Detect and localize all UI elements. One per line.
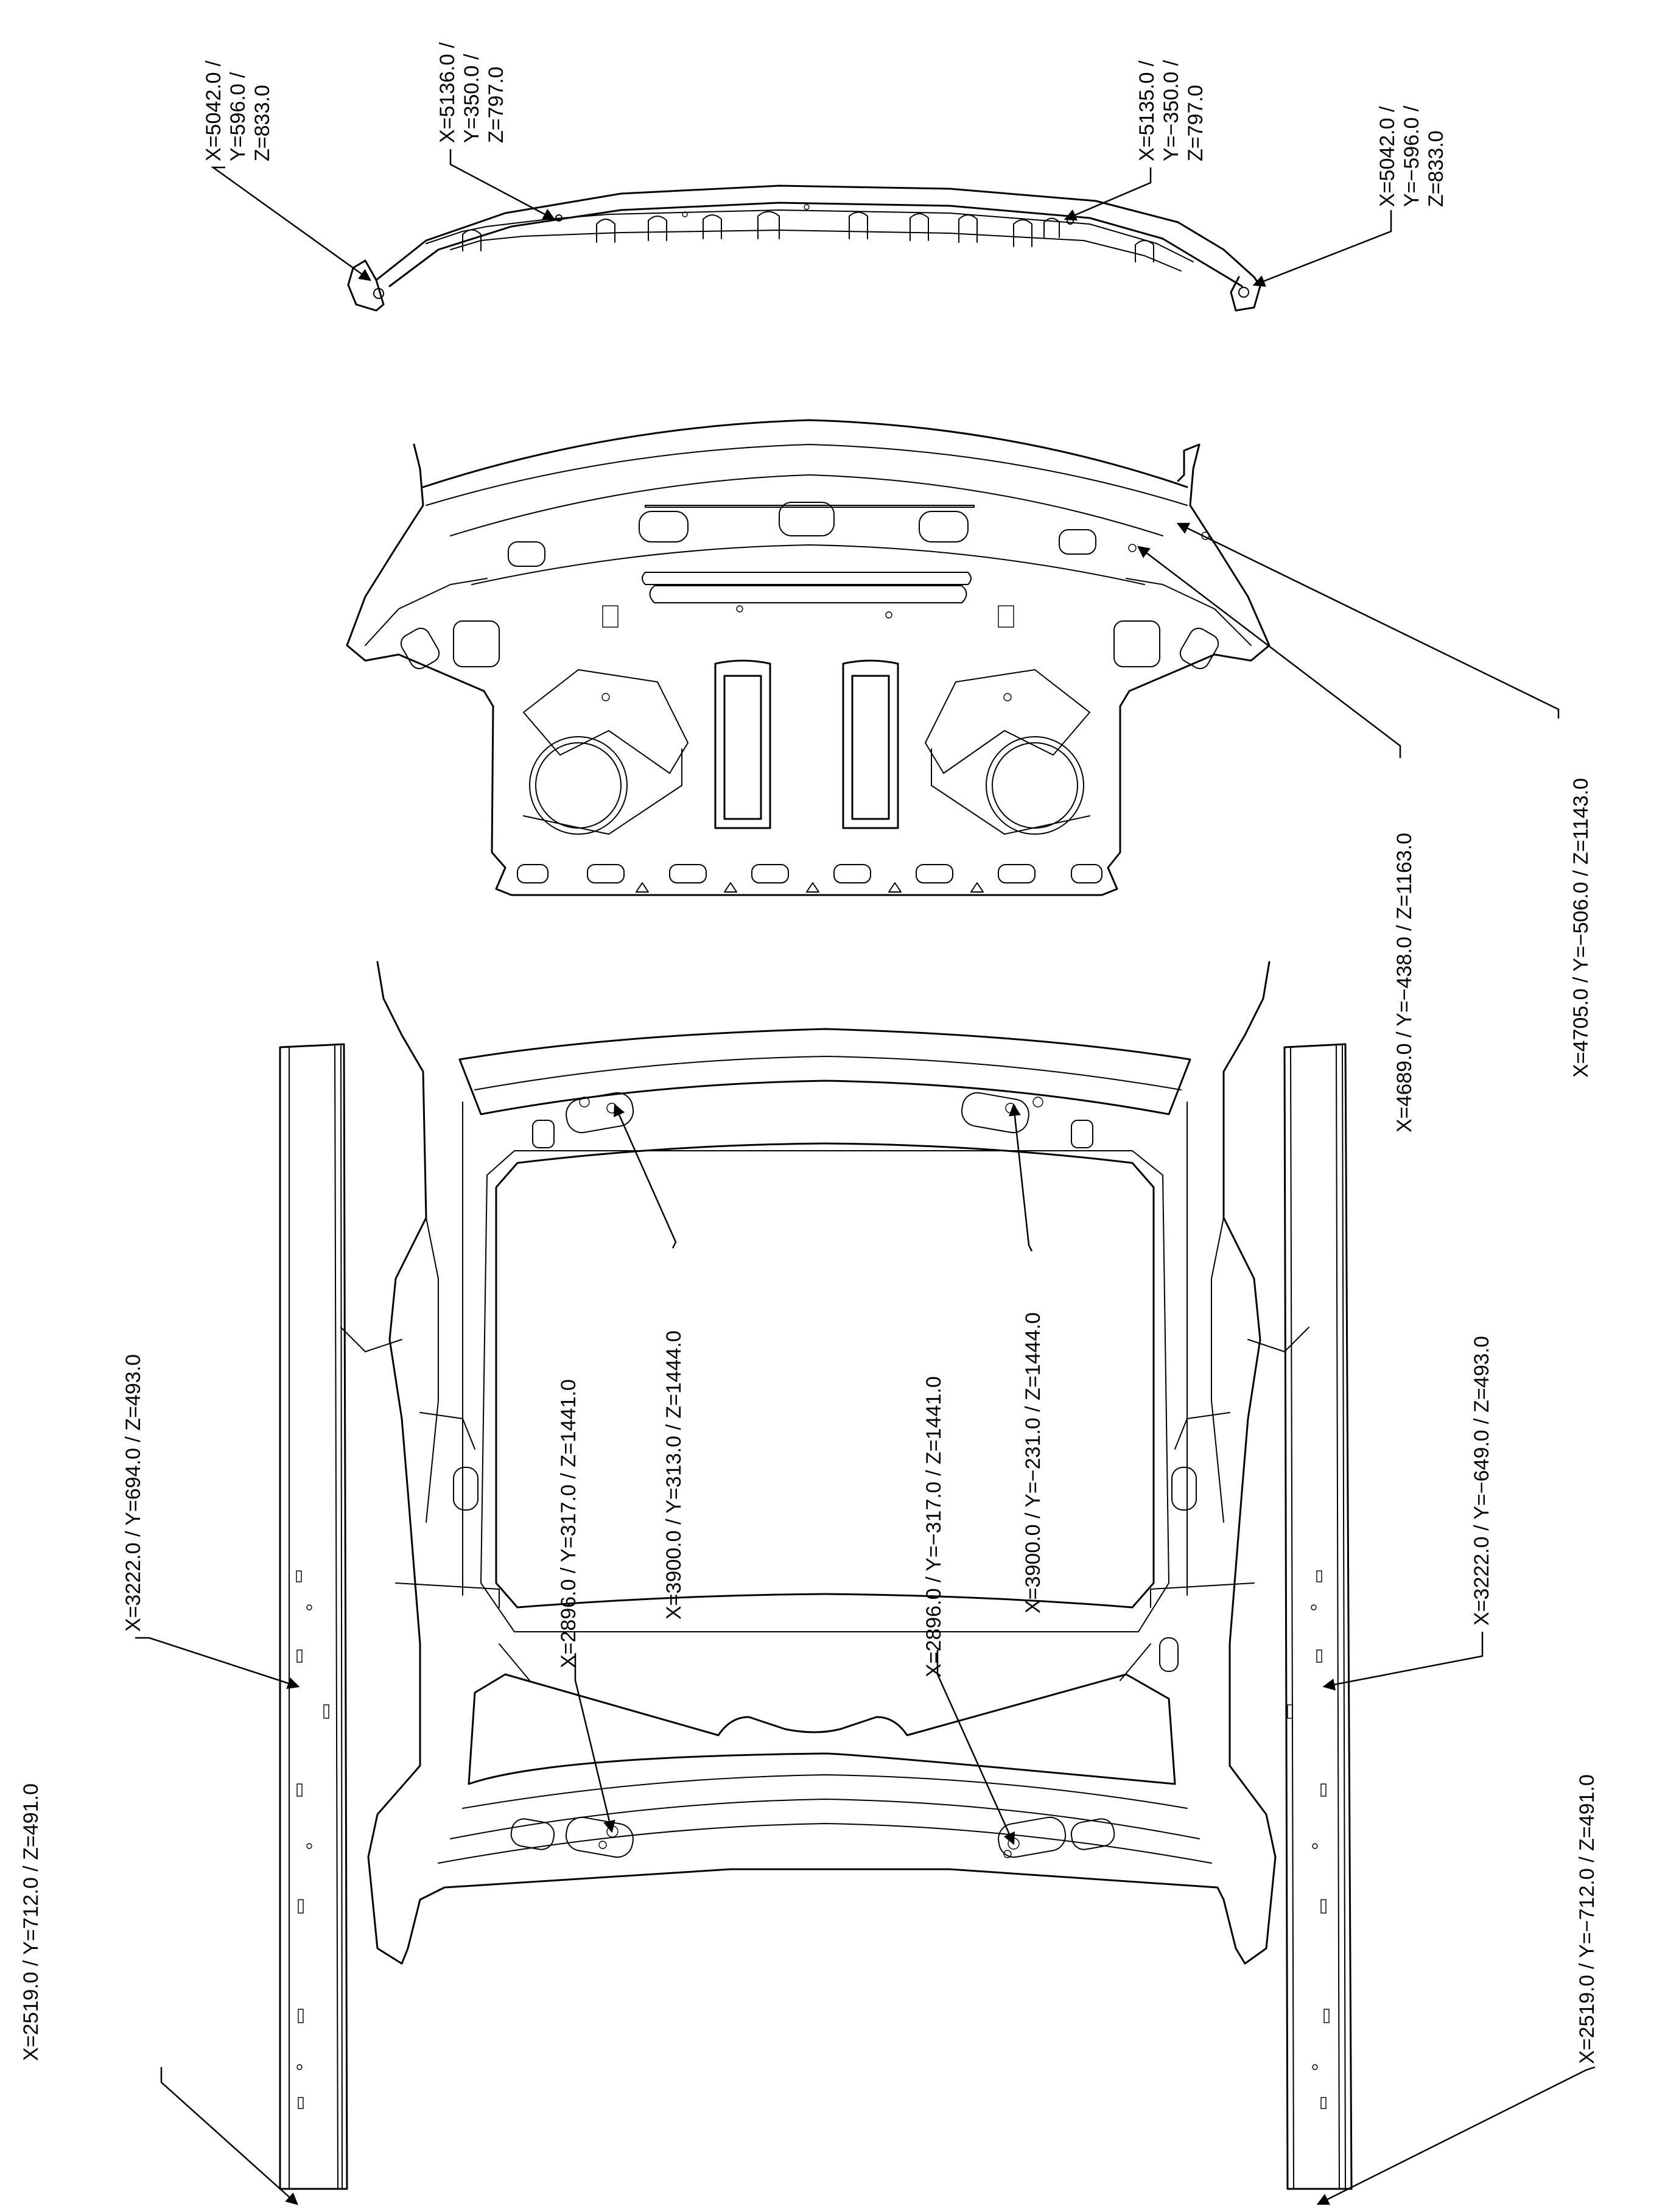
label-line: X=5042.0 / bbox=[1376, 106, 1399, 207]
dimension-labels: X=5042.0 /Y=596.0 /Z=833.0 X=5136.0 /Y=3… bbox=[19, 42, 1599, 2064]
label-roof-rear-left: X=3900.0 / Y=313.0 / Z=1444.0 bbox=[662, 1330, 685, 1620]
label-line: Y=−596.0 / bbox=[1400, 105, 1423, 207]
label-shelf-1: X=4689.0 / Y=−438.0 / Z=1163.0 bbox=[1393, 833, 1416, 1132]
label-upper-left-outer: X=5042.0 /Y=596.0 /Z=833.0 bbox=[202, 60, 274, 161]
label-shelf-2: X=4705.0 / Y=−506.0 / Z=1143.0 bbox=[1569, 778, 1593, 1078]
right-rocker-sill bbox=[1283, 1043, 1353, 2190]
label-upper-left-inner: X=5136.0 /Y=350.0 /Z=797.0 bbox=[436, 42, 508, 143]
label-line: Y=−350.0 / bbox=[1160, 60, 1183, 161]
label-sill-left-front: X=2519.0 / Y=712.0 / Z=491.0 bbox=[19, 1783, 43, 2061]
label-upper-right-outer: X=5042.0 /Y=−596.0 /Z=833.0 bbox=[1376, 105, 1448, 207]
label-upper-right-inner: X=5135.0 /Y=−350.0 /Z=797.0 bbox=[1135, 60, 1207, 161]
roof-frame bbox=[340, 961, 1309, 1965]
leader-lines bbox=[135, 149, 1596, 2205]
label-line: Y=350.0 / bbox=[460, 54, 483, 143]
label-line: Z=833.0 bbox=[1425, 130, 1448, 207]
label-line: X=5136.0 / bbox=[436, 42, 459, 143]
label-roof-front-left: X=2896.0 / Y=317.0 / Z=1441.0 bbox=[557, 1379, 580, 1668]
label-sill-left-rear: X=3222.0 / Y=694.0 / Z=493.0 bbox=[122, 1354, 145, 1632]
label-line: Y=596.0 / bbox=[226, 72, 250, 161]
rear-shelf-panel bbox=[346, 419, 1271, 896]
label-line: Z=797.0 bbox=[485, 66, 508, 143]
label-roof-rear-right: X=3900.0 / Y=−231.0 / Z=1444.0 bbox=[1022, 1312, 1045, 1613]
label-line: X=5042.0 / bbox=[202, 60, 225, 161]
left-rocker-sill bbox=[279, 1043, 348, 2190]
label-line: X=5135.0 / bbox=[1135, 60, 1158, 161]
label-roof-front-right: X=2896.0 / Y=−317.0 / Z=1441.0 bbox=[922, 1376, 945, 1677]
label-sill-right-front: X=2519.0 / Y=−712.0 / Z=491.0 bbox=[1576, 1774, 1599, 2064]
label-sill-right-rear: X=3222.0 / Y=−649.0 / Z=493.0 bbox=[1470, 1336, 1493, 1626]
label-line: Z=833.0 bbox=[251, 85, 274, 161]
label-line: Z=797.0 bbox=[1184, 85, 1207, 161]
upper-rear-panel bbox=[347, 184, 1261, 312]
